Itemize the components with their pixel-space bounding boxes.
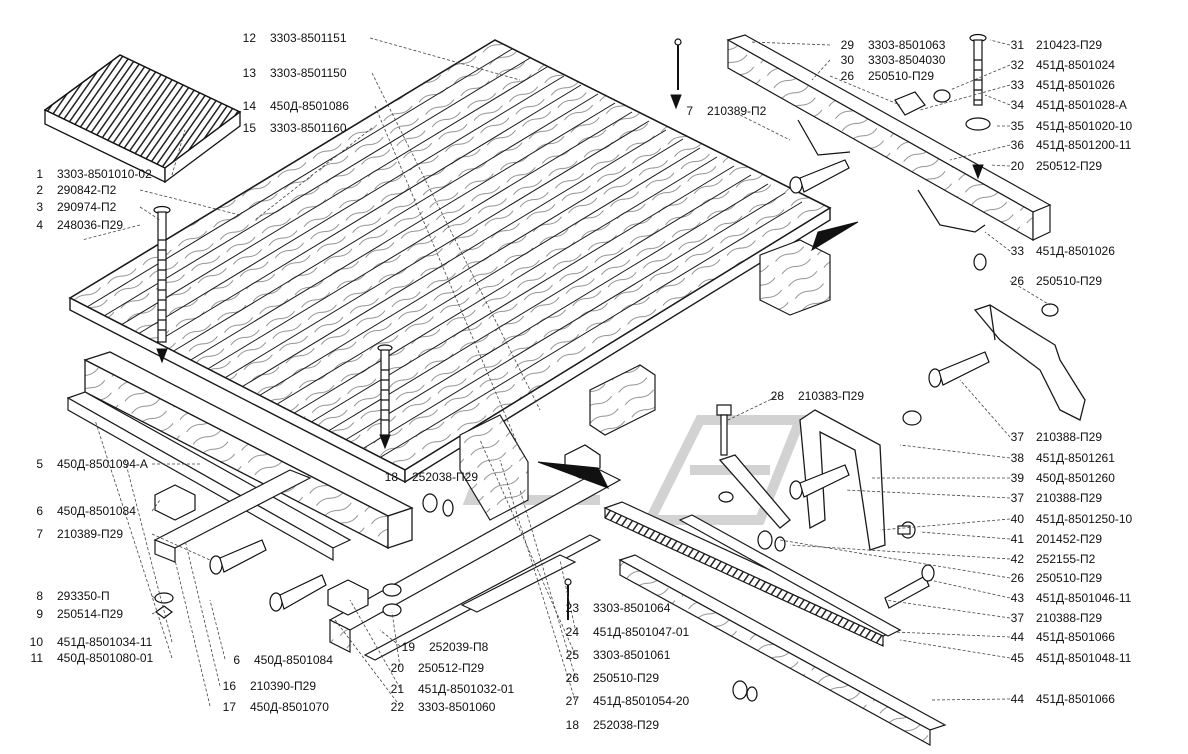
right-side-rails [603, 501, 947, 747]
pallet-grid [43, 54, 242, 184]
nuts-washers [154, 89, 1059, 702]
top-right-rail [726, 34, 1052, 242]
leader-lines [81, 37, 1051, 707]
bolt-7-left [209, 539, 267, 575]
left-side-rail [83, 351, 414, 550]
bolt-41 [897, 521, 916, 539]
pin-29 [674, 38, 682, 90]
hinge-frame [718, 409, 886, 551]
assembly-arrows [156, 94, 984, 489]
bolt-7-top [789, 159, 850, 194]
bolt-16 [269, 574, 327, 612]
bolt-37b [789, 464, 850, 500]
bolt-31 [969, 33, 987, 106]
bolt-3 [153, 205, 171, 343]
bolt-43 [884, 564, 935, 609]
cross-members [153, 239, 831, 661]
floor-platform [68, 39, 832, 484]
bolt-37a [928, 351, 990, 388]
bolt-center [377, 344, 393, 436]
bolts [153, 33, 990, 620]
bolt-28 [716, 404, 732, 456]
brackets [154, 91, 986, 616]
stake-bracket [973, 304, 1086, 421]
